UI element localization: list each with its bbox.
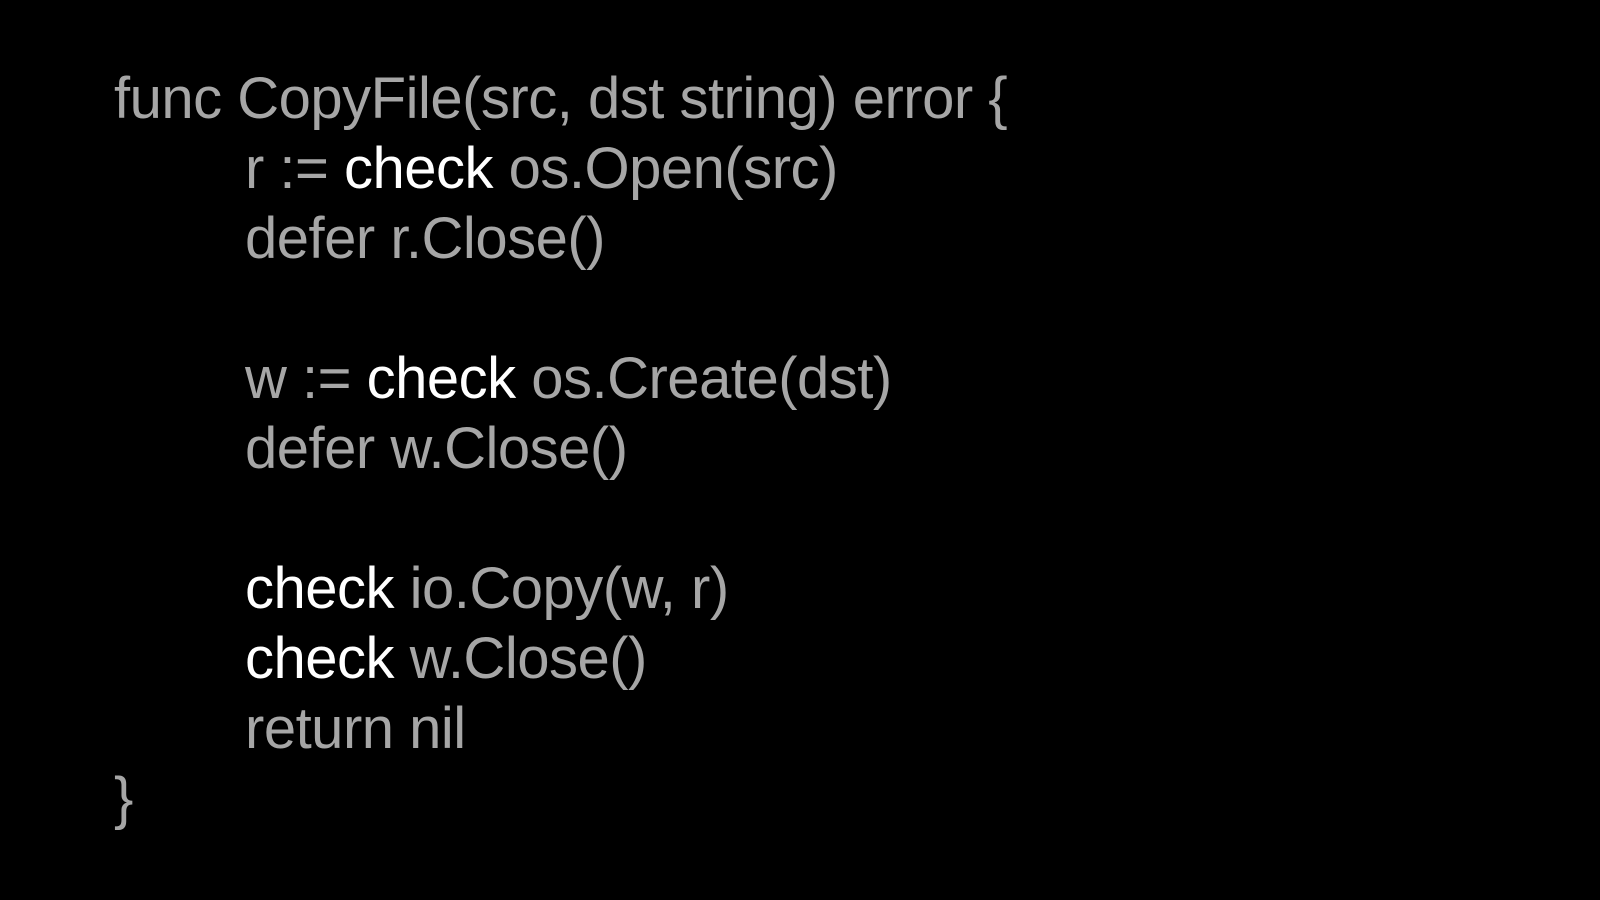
code-text: os.Open(src) [493,136,839,201]
check-keyword: check [344,136,494,201]
check-keyword: check [245,626,395,691]
check-keyword: check [245,556,395,621]
code-line: defer w.Close() [114,414,1514,484]
code-text: os.Create(dst) [515,346,892,411]
code-line: return nil [114,694,1514,764]
code-blank-line [114,484,1514,554]
code-text: defer w.Close() [245,416,628,481]
code-text: w := [245,346,367,411]
code-text: func CopyFile(src, dst string) error { [114,66,1008,131]
code-text: w.Close() [394,626,648,691]
code-text: io.Copy(w, r) [394,556,730,621]
code-text: } [114,766,133,831]
code-line: defer r.Close() [114,204,1514,274]
code-line: w := check os.Create(dst) [114,344,1514,414]
code-line: check io.Copy(w, r) [114,554,1514,624]
code-line: r := check os.Open(src) [114,134,1514,204]
code-line: func CopyFile(src, dst string) error { [114,64,1514,134]
code-snippet: func CopyFile(src, dst string) error {r … [114,64,1514,834]
code-text: r := [245,136,345,201]
code-line: check w.Close() [114,624,1514,694]
check-keyword: check [366,346,517,411]
code-blank-line [114,274,1514,344]
code-text: defer r.Close() [245,206,605,271]
code-line: } [114,764,1514,834]
code-text: return nil [245,696,466,761]
